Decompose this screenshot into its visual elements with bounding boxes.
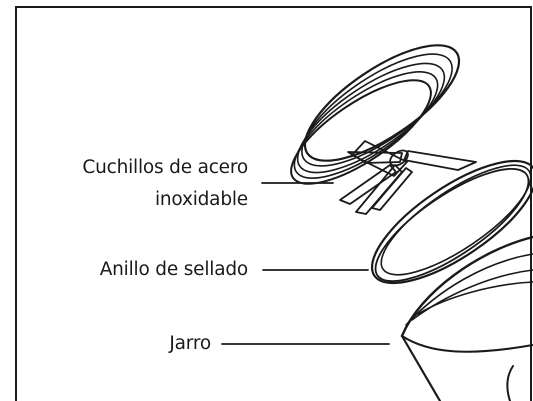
label-blades-line2: inoxidable bbox=[154, 189, 248, 210]
label-sealing-ring: Anillo de sellado bbox=[99, 259, 249, 280]
sealing-ring bbox=[370, 159, 533, 285]
jar bbox=[400, 235, 533, 401]
label-blades-line1: Cuchillos de acero bbox=[82, 157, 248, 178]
diagram-frame bbox=[15, 6, 532, 401]
blades bbox=[339, 150, 477, 215]
label-jar: Jarro bbox=[169, 333, 211, 354]
blade-base bbox=[290, 44, 461, 185]
